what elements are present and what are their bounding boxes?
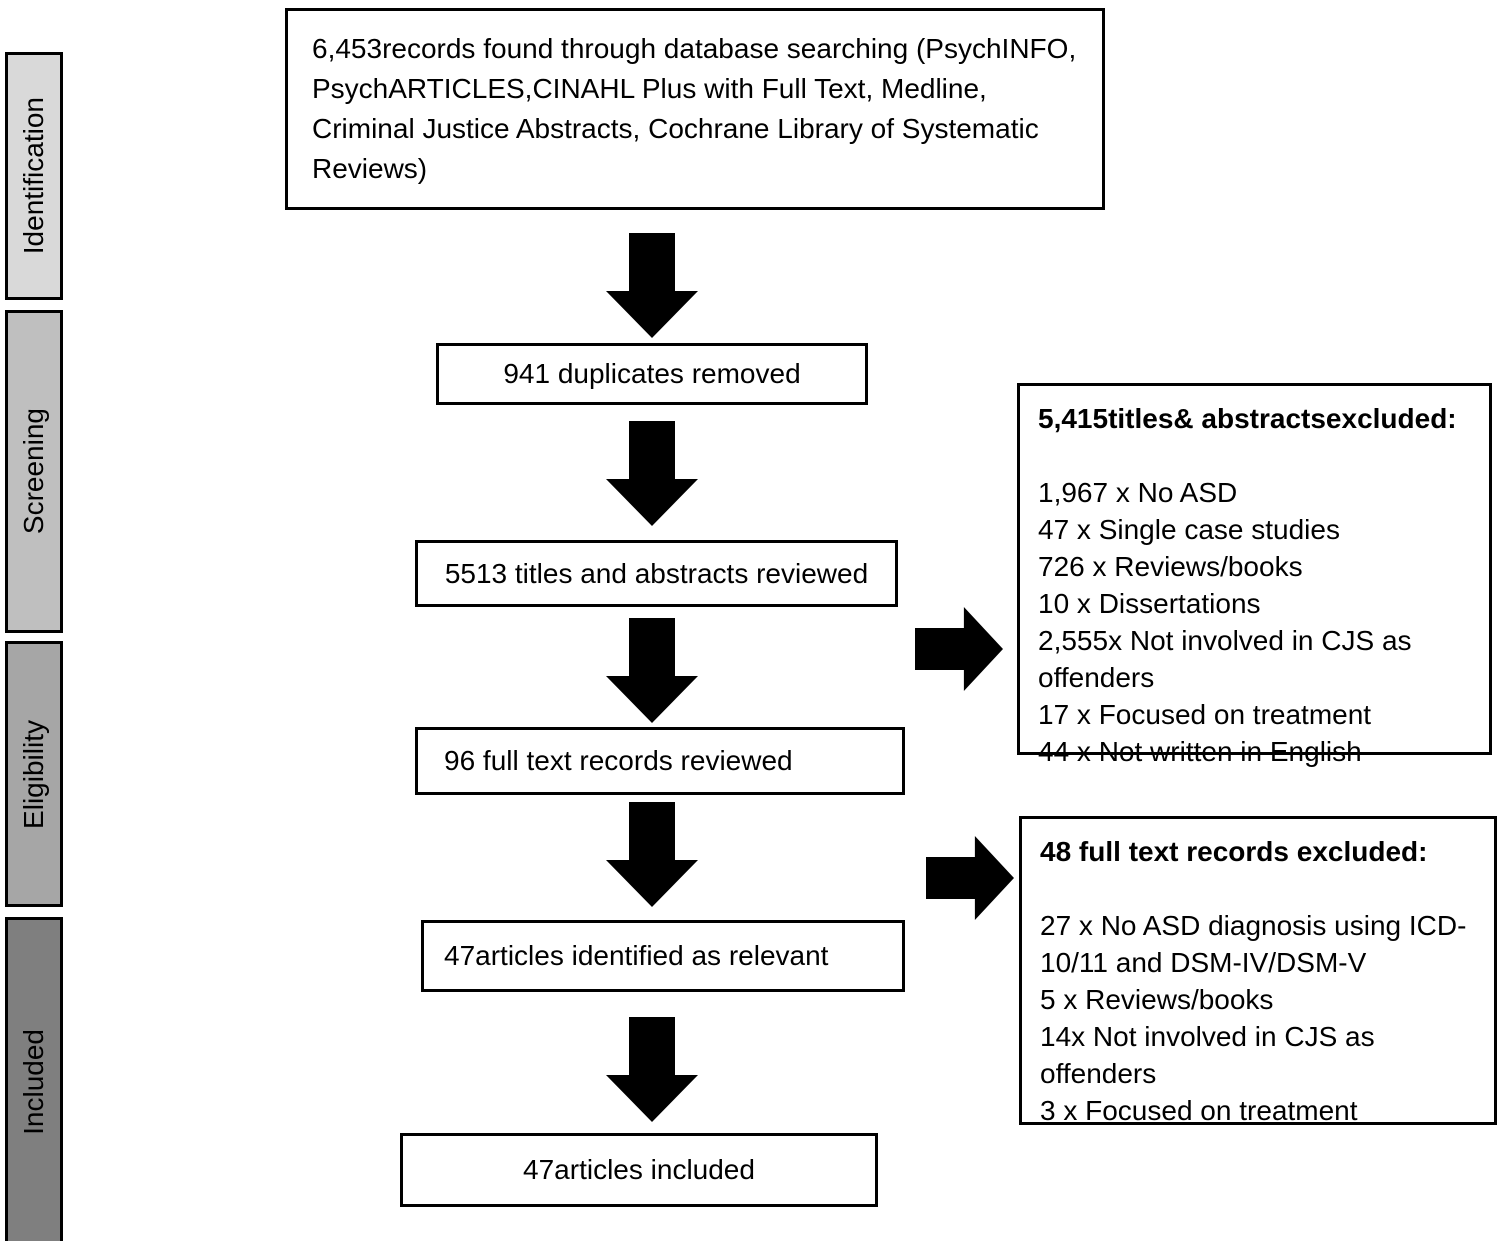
exclusion-item: 2,555x Not involved in CJS as offenders xyxy=(1038,625,1412,693)
full-text-excluded-heading: 48 full text records excluded: xyxy=(1040,836,1428,867)
full-text-reviewed-text: 96 full text records reviewed xyxy=(444,745,793,776)
down-arrow-icon xyxy=(606,233,698,338)
duplicates-removed-box: 941 duplicates removed xyxy=(436,343,868,405)
titles-abstracts-reviewed-text: 5513 titles and abstracts reviewed xyxy=(444,557,869,589)
stage-identification-label: Identification xyxy=(18,97,49,255)
down-arrow-icon xyxy=(606,802,698,907)
stage-eligibility-label: Eligibility xyxy=(18,719,49,829)
exclusion-item: 47 x Single case studies xyxy=(1038,514,1340,545)
titles-abstracts-reviewed-box: 5513 titles and abstracts reviewed xyxy=(415,540,898,607)
exclusion-item: 1,967 x No ASD xyxy=(1038,477,1238,508)
right-arrow-icon xyxy=(915,607,1003,691)
stage-screening-label: Screening xyxy=(18,408,49,535)
down-arrow-icon xyxy=(606,618,698,723)
exclusion-item: 726 x Reviews/books xyxy=(1038,551,1303,582)
articles-relevant-text: 47articles identified as relevant xyxy=(444,940,829,971)
exclusion-item: 14x Not involved in CJS as offenders xyxy=(1040,1021,1375,1089)
stage-screening: Screening xyxy=(5,310,63,633)
titles-abstracts-excluded-box: 5,415titles& abstractsexcluded: 1,967 x … xyxy=(1017,383,1492,767)
stage-eligibility: Eligibility xyxy=(5,641,63,907)
exclusion-item: 5 x Reviews/books xyxy=(1040,984,1274,1015)
exclusion-item: 3 x Focused on treatment xyxy=(1040,1095,1358,1126)
exclusion-item: 10 x Dissertations xyxy=(1038,588,1261,619)
full-text-excluded-box: 48 full text records excluded: 27 x No A… xyxy=(1019,816,1497,1126)
down-arrow-icon xyxy=(606,421,698,526)
stage-included: Included xyxy=(5,917,63,1241)
down-arrow-icon xyxy=(606,1017,698,1122)
records-found-text: 6,453records found through database sear… xyxy=(312,33,1077,184)
duplicates-removed-text: 941 duplicates removed xyxy=(503,358,801,389)
exclusion-item: 27 x No ASD diagnosis using ICD-10/11 an… xyxy=(1040,910,1467,978)
articles-included-box: 47articles included xyxy=(400,1133,878,1207)
exclusion-item: 44 x Not written in English xyxy=(1038,736,1362,767)
right-arrow-icon xyxy=(926,836,1014,920)
full-text-reviewed-box: 96 full text records reviewed xyxy=(415,727,905,795)
stage-identification: Identification xyxy=(5,52,63,300)
titles-abstracts-excluded-heading: 5,415titles& abstractsexcluded: xyxy=(1038,403,1457,434)
records-found-box: 6,453records found through database sear… xyxy=(285,8,1105,210)
exclusion-item: 17 x Focused on treatment xyxy=(1038,699,1372,730)
articles-relevant-box: 47articles identified as relevant xyxy=(421,920,905,992)
stage-included-label: Included xyxy=(18,1029,49,1135)
articles-included-text: 47articles included xyxy=(523,1154,755,1185)
